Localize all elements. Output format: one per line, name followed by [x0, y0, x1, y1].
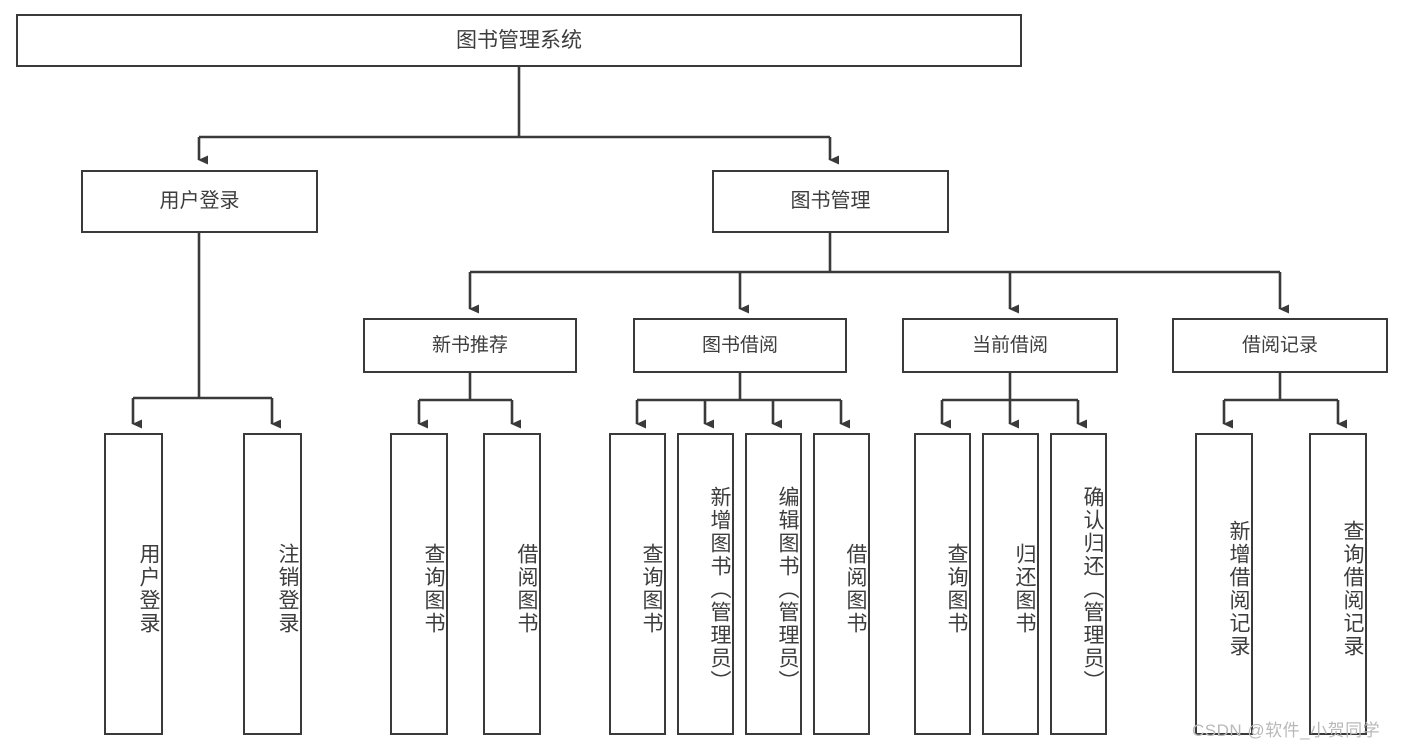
node-book-borrowing[interactable]: 图书借阅 — [633, 318, 847, 373]
leaf-label: 归还图书 — [1013, 543, 1036, 635]
leaf-label: 查询图书 — [640, 543, 663, 635]
leaf-label: 新增借阅记录 — [1227, 520, 1250, 658]
leaf-logout[interactable]: 注销登录 — [243, 433, 302, 735]
leaf-label: 确认归还（管理员） — [1081, 485, 1104, 693]
leaf-edit-book-admin[interactable]: 编辑图书（管理员） — [745, 433, 802, 735]
leaf-label: 编辑图书（管理员） — [776, 485, 799, 693]
leaf-label: 借阅图书 — [515, 543, 538, 635]
leaf-confirm-return-admin[interactable]: 确认归还（管理员） — [1050, 433, 1107, 735]
leaf-label: 查询图书 — [945, 543, 968, 635]
leaf-add-borrow-record[interactable]: 新增借阅记录 — [1195, 433, 1253, 735]
leaf-label: 注销登录 — [276, 543, 299, 635]
leaf-label: 新增图书（管理员） — [708, 485, 731, 693]
node-borrow-records[interactable]: 借阅记录 — [1172, 318, 1388, 373]
leaf-query-books-current[interactable]: 查询图书 — [914, 433, 971, 735]
leaf-borrow-books-recommend[interactable]: 借阅图书 — [483, 433, 541, 735]
node-current-borrowing[interactable]: 当前借阅 — [902, 318, 1118, 373]
leaf-user-login[interactable]: 用户登录 — [104, 433, 163, 735]
node-root-library-management-system[interactable]: 图书管理系统 — [16, 14, 1022, 67]
leaf-label: 借阅图书 — [844, 543, 867, 635]
node-new-book-recommendation[interactable]: 新书推荐 — [363, 318, 577, 373]
leaf-return-books[interactable]: 归还图书 — [982, 433, 1039, 735]
leaf-label: 用户登录 — [137, 543, 160, 635]
csdn-watermark: CSDN @软件_小贺同学 — [1192, 721, 1381, 740]
leaf-borrow-books[interactable]: 借阅图书 — [813, 433, 870, 735]
leaf-label: 查询借阅记录 — [1341, 520, 1364, 658]
leaf-query-borrow-record[interactable]: 查询借阅记录 — [1309, 433, 1367, 735]
node-user-login[interactable]: 用户登录 — [81, 170, 318, 233]
leaf-add-book-admin[interactable]: 新增图书（管理员） — [677, 433, 734, 735]
leaf-query-books-recommend[interactable]: 查询图书 — [390, 433, 448, 735]
leaf-label: 查询图书 — [422, 543, 445, 635]
leaf-query-books-borrow[interactable]: 查询图书 — [609, 433, 666, 735]
node-book-management[interactable]: 图书管理 — [712, 170, 949, 233]
